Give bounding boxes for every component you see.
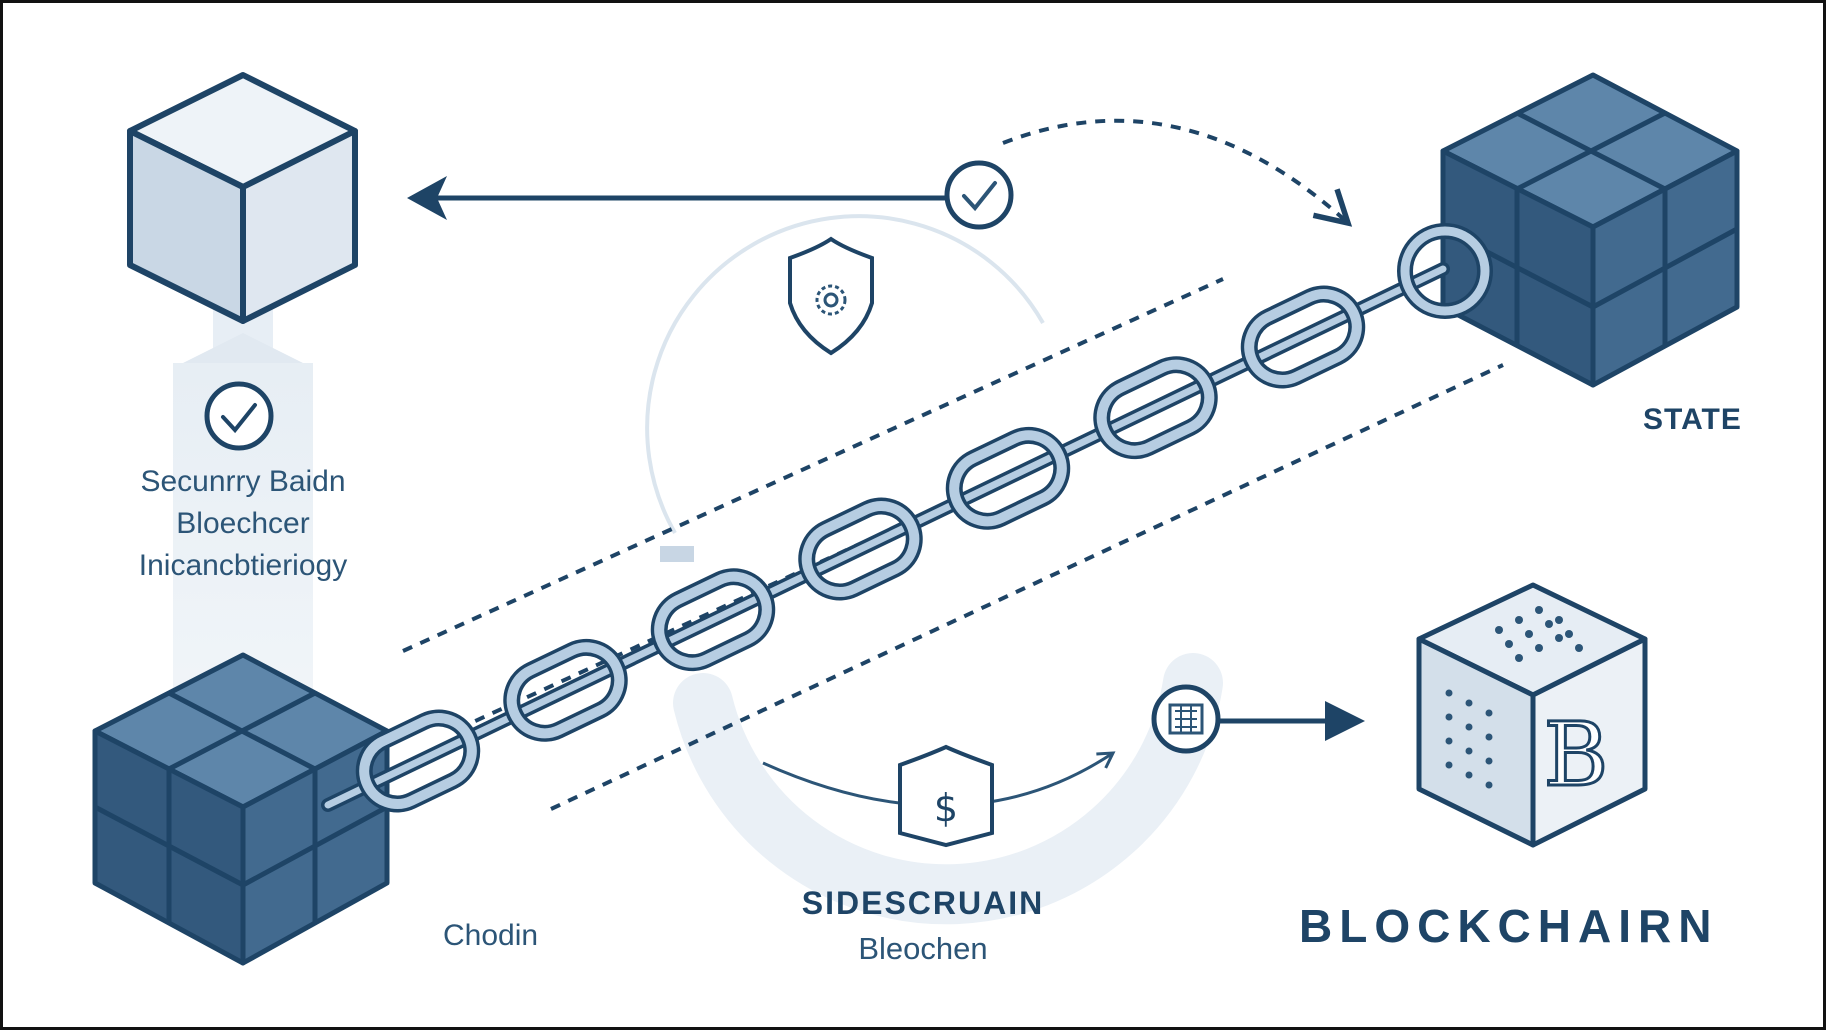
block-cube-b — [1416, 582, 1648, 848]
chain-link-icon — [1240, 285, 1366, 389]
blockchain-diagram: B $ — [92, 72, 1740, 966]
shield-gear-icon — [788, 236, 874, 356]
top-arrow — [407, 176, 949, 220]
sidechain-title: SIDESCRUAIN — [801, 885, 1045, 921]
shield-dollar-icon: $ — [898, 744, 994, 848]
sidechain-subtitle: Bleochen — [858, 931, 988, 966]
circuit-chip-icon — [1151, 684, 1221, 754]
chain-link-icon — [503, 638, 628, 742]
chain-link-icon — [798, 497, 923, 601]
state-label: STATE — [1643, 403, 1742, 436]
chain-end-ring — [1397, 223, 1493, 319]
svg-text:$: $ — [934, 786, 958, 830]
chain-links — [355, 285, 1366, 813]
chain-link-icon — [355, 709, 481, 813]
dashed-curve-arrow — [1002, 118, 1353, 227]
security-label-line-3: Inicancbtieriogy — [138, 549, 348, 582]
light-block-cube-top — [127, 72, 358, 324]
dot-grid-pattern — [1445, 606, 1583, 789]
chain-link-icon — [945, 426, 1071, 530]
chain-link-icon — [650, 568, 776, 672]
security-label-line-1: Secunrry Baidn — [140, 465, 346, 498]
dark-block-cube-left — [92, 652, 390, 966]
circuit-arrow — [1219, 701, 1365, 741]
block-letter-b: B — [1544, 703, 1609, 806]
blockchain-label: BLOCKCHAIRN — [1299, 900, 1719, 952]
chain-label: Chodin — [443, 919, 539, 952]
check-circle-icon — [204, 381, 274, 451]
vertical-connector — [173, 303, 313, 693]
security-label-line-2: Bloechcer — [176, 507, 310, 540]
chain-link-icon — [1093, 356, 1218, 460]
security-label: Secunrry Baidn Bloechcer Inicancbtieriog… — [103, 461, 383, 587]
check-circle-icon — [944, 160, 1014, 230]
background-arc — [645, 214, 1223, 925]
dark-block-cube-right — [1440, 72, 1740, 388]
